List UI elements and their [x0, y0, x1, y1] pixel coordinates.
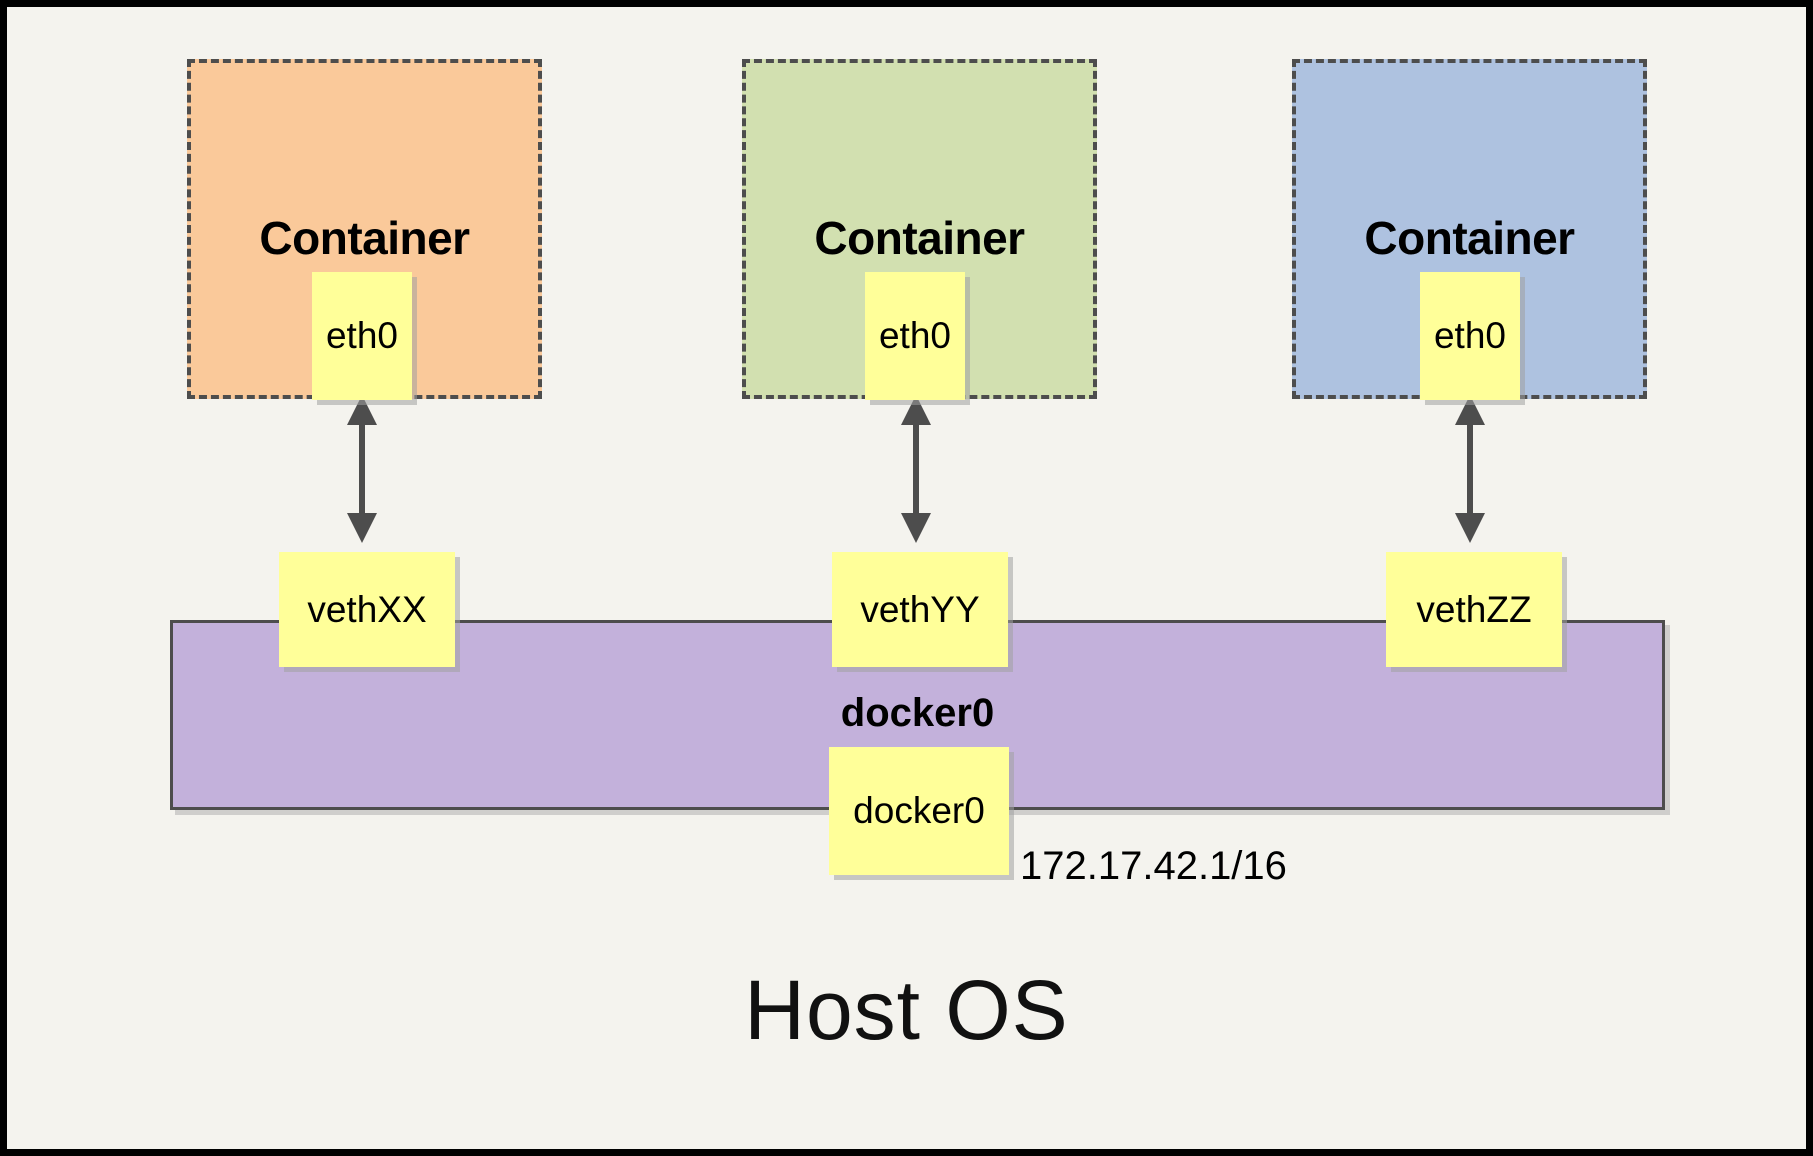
eth0-label-3: eth0	[1433, 315, 1506, 356]
veth-node-zz: vethZZ	[1386, 552, 1562, 667]
eth0-node-3: eth0	[1420, 272, 1520, 400]
eth0-node-1: eth0	[312, 272, 412, 400]
double-arrow-icon-2	[901, 395, 931, 543]
double-arrow-icon-1	[347, 395, 377, 543]
container-title-2: Container	[814, 212, 1025, 264]
docker0-interface-node: docker0	[829, 747, 1009, 875]
eth0-label-1: eth0	[325, 315, 398, 356]
veth-label-yy: vethYY	[860, 588, 980, 630]
docker0-bridge-name: docker0	[840, 691, 995, 735]
veth-node-xx: vethXX	[279, 552, 455, 667]
double-arrow-icon-3	[1455, 395, 1485, 543]
docker0-interface-label: docker0	[853, 790, 985, 831]
arrow-container2-to-vethyy	[891, 395, 941, 543]
host-os-label: Host OS	[744, 963, 1069, 1057]
docker0-ip-address: 172.17.42.1/16	[1020, 844, 1287, 888]
container-title-1: Container	[259, 212, 470, 264]
eth0-node-2: eth0	[865, 272, 965, 400]
arrow-container1-to-vethxx	[337, 395, 387, 543]
eth0-label-2: eth0	[878, 315, 951, 356]
docker0-bridge-label: docker0	[170, 691, 1665, 736]
arrow-container3-to-vethzz	[1445, 395, 1495, 543]
container-title-3: Container	[1364, 212, 1575, 264]
veth-label-zz: vethZZ	[1416, 588, 1532, 630]
veth-label-xx: vethXX	[307, 588, 427, 630]
veth-node-yy: vethYY	[832, 552, 1008, 667]
